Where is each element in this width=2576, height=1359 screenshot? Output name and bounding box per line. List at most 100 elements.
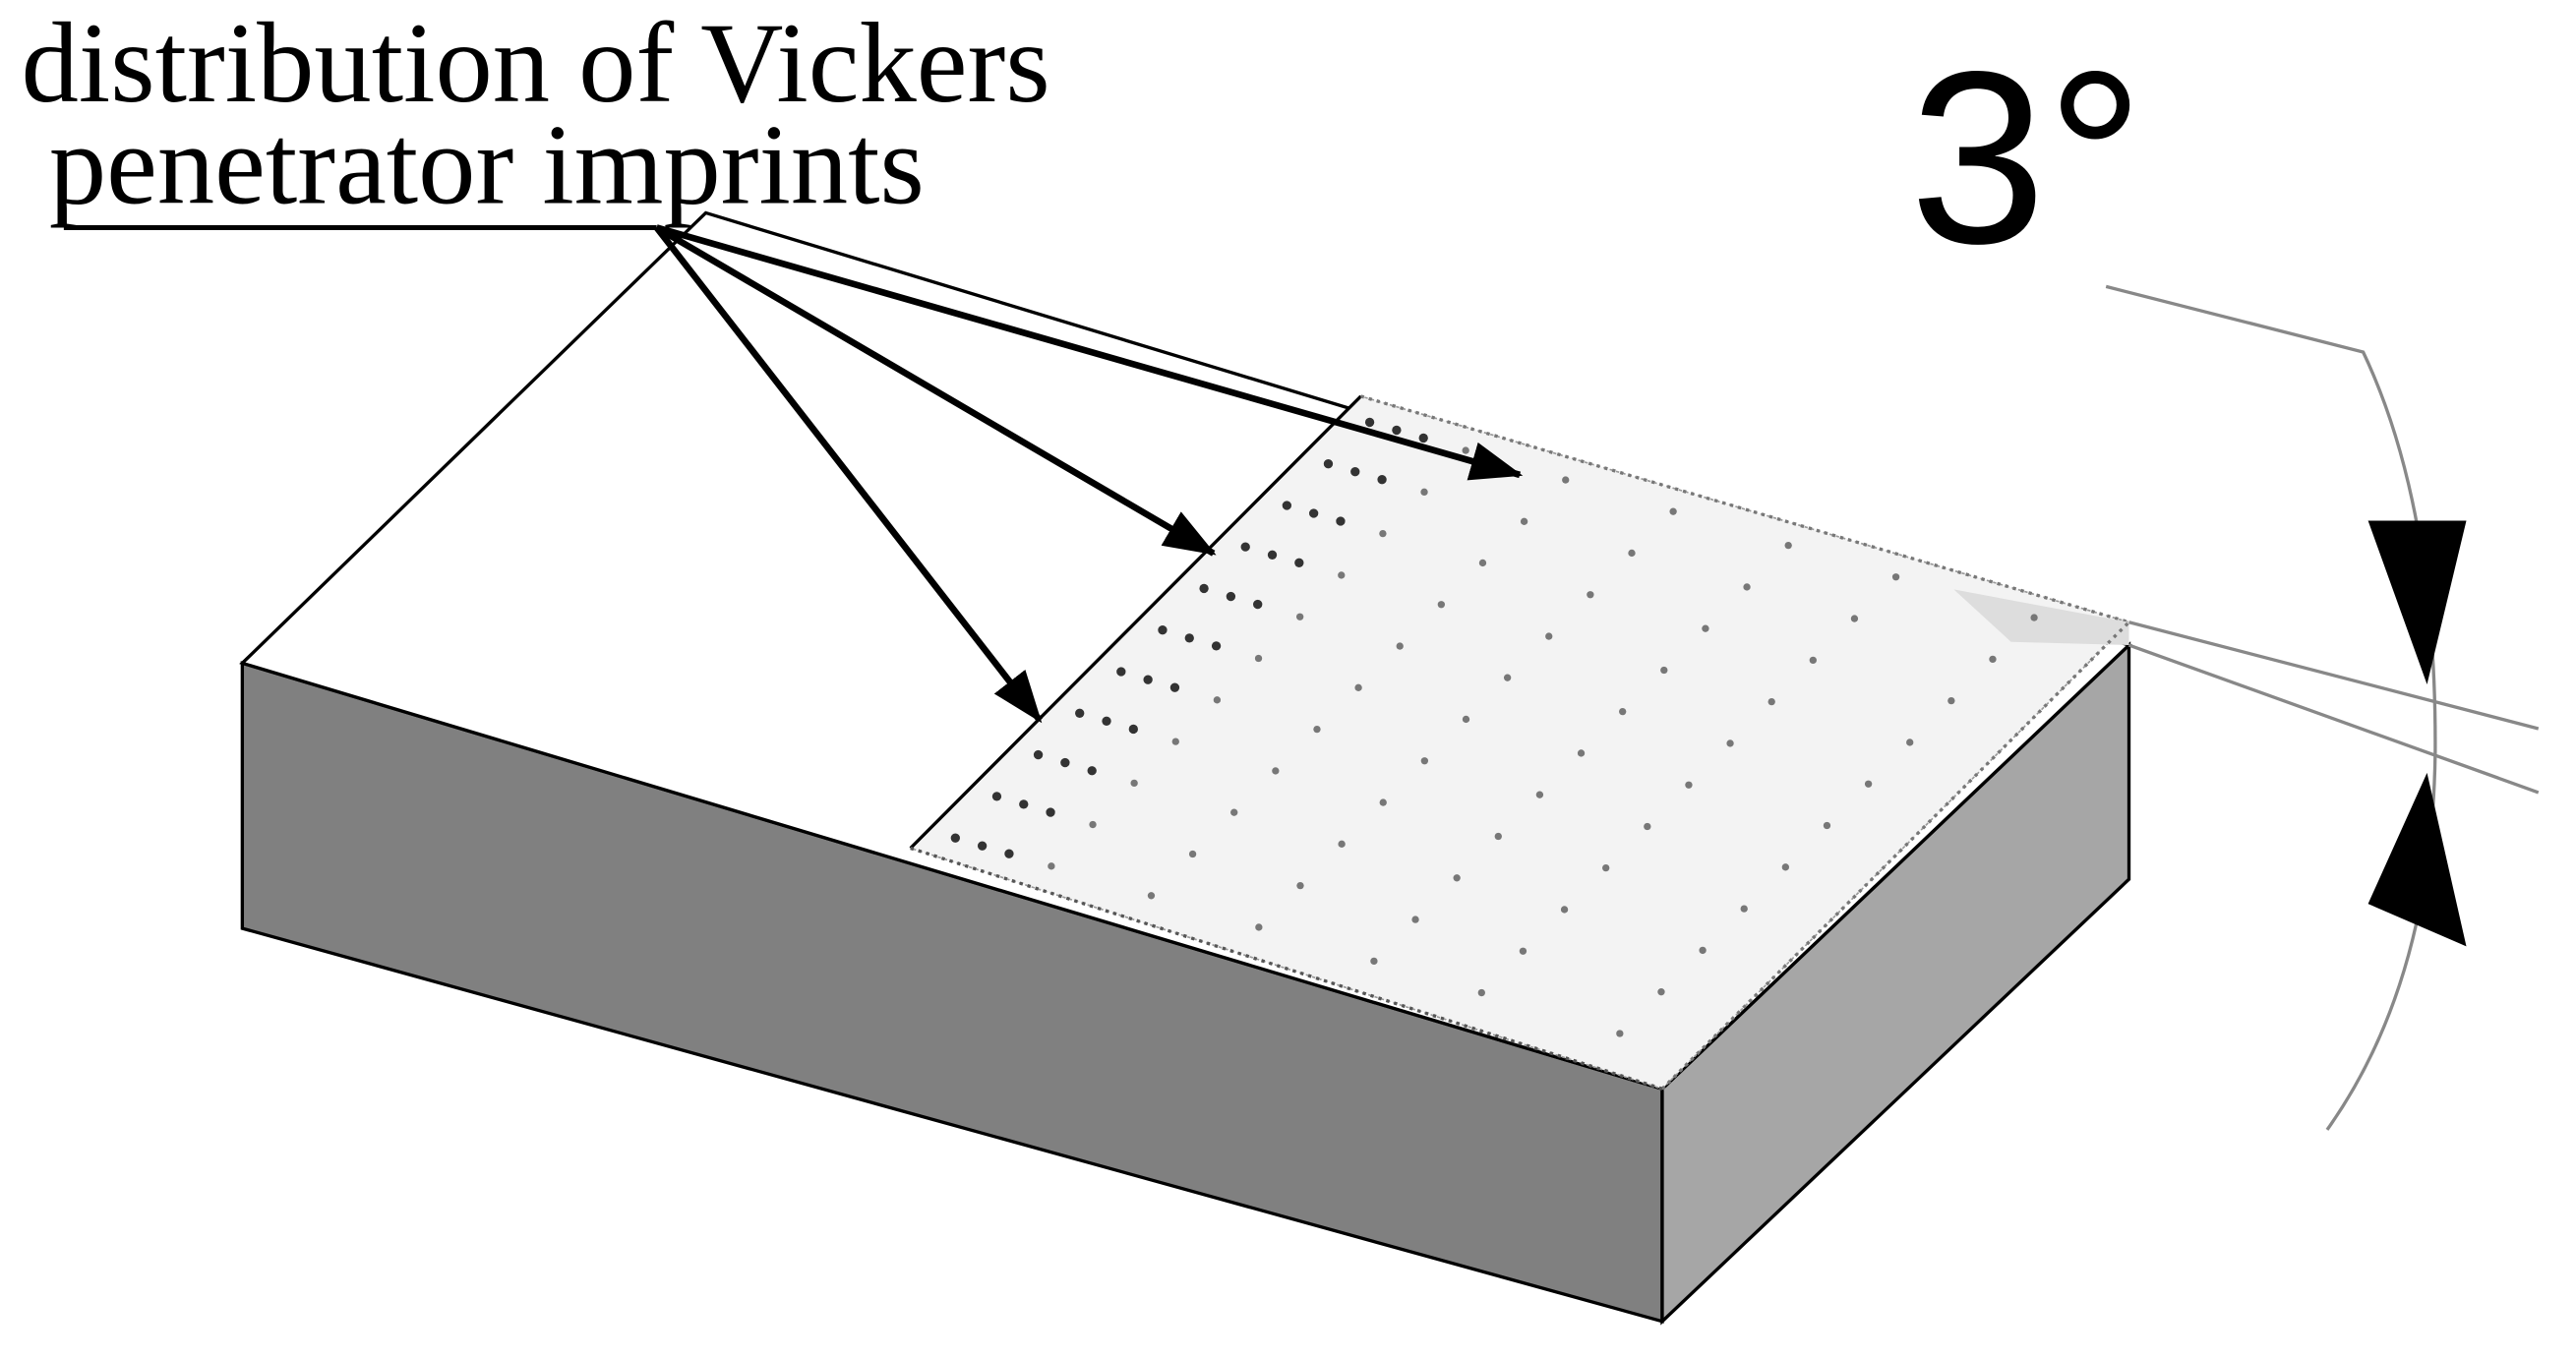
angle-dimension (2105, 284, 2540, 1131)
imprint-dot (1294, 558, 1304, 567)
imprint-dot (1272, 767, 1280, 775)
imprint-dot (1864, 780, 1873, 788)
imprint-dot (1184, 633, 1194, 643)
imprint-dot (1619, 707, 1627, 716)
imprint-dot (1019, 799, 1029, 809)
imprint-dot (1075, 708, 1085, 718)
imprint-dot (1308, 508, 1319, 518)
imprint-dot (1102, 716, 1111, 726)
imprint-dot (1046, 807, 1055, 817)
imprint-dot (1411, 916, 1419, 923)
dimension-arrow-upper (2367, 520, 2467, 684)
imprint-dot (1364, 417, 1375, 428)
imprint-dot (1726, 739, 1734, 747)
imprint-dot (1420, 488, 1428, 497)
imprint-dot (1669, 507, 1677, 515)
imprint-dot (1587, 591, 1594, 599)
imprint-dot (1743, 583, 1751, 591)
imprint-dot (1891, 573, 1900, 581)
imprint-dot (1392, 425, 1402, 436)
imprint-dot (1282, 501, 1291, 510)
imprint-dot (1169, 682, 1180, 692)
label-line-1: distribution of Vickers (22, 0, 1050, 127)
imprint-dot (1520, 517, 1528, 525)
imprint-dot (1171, 738, 1179, 745)
imprint-dot (1313, 725, 1321, 734)
imprint-dot (1685, 781, 1693, 789)
imprint-dot (1478, 559, 1487, 567)
arrow-to-front-zone (653, 225, 1043, 724)
imprint-dot (1147, 892, 1156, 900)
imprint-dot (1989, 655, 1997, 664)
imprint-dot (1781, 863, 1790, 871)
imprint-dot (1823, 821, 1831, 830)
imprint-dot (1396, 642, 1404, 650)
leader-arrows (653, 224, 1524, 724)
imprint-dot (1562, 476, 1570, 484)
imprint-dot (1128, 724, 1138, 735)
imprint-dot (1354, 683, 1362, 691)
imprint-dot (1947, 696, 1955, 705)
imprint-dot (2030, 614, 2038, 621)
imprint-dot (1213, 696, 1222, 704)
imprint-dot (1519, 947, 1528, 955)
imprint-dot (1494, 832, 1502, 841)
inclined-right-edge (1660, 620, 2130, 1091)
imprint-dot (1560, 906, 1569, 914)
imprint-dot (1577, 749, 1586, 757)
arrow-to-back-zone (655, 224, 1524, 481)
imprint-dot (1660, 666, 1668, 675)
imprint-dot (1130, 779, 1138, 788)
imprint-dot (1199, 583, 1209, 594)
imprint-dot (1784, 541, 1792, 550)
arrow-to-middle-zone (654, 224, 1217, 557)
imprint-dot (1418, 433, 1428, 443)
dimension-arrow-lower (2367, 772, 2467, 947)
imprint-dot (1255, 923, 1263, 931)
imprint-dot (1087, 766, 1097, 776)
imprint-dot (1602, 863, 1610, 872)
imprint-dot (991, 792, 1002, 801)
inclined-front-edge (910, 846, 1663, 1091)
imprint-dot (1702, 624, 1709, 632)
imprint-dot (1048, 862, 1055, 870)
imprint-dot (1850, 615, 1859, 622)
imprint-dot (1462, 446, 1469, 454)
imprint-dot (1323, 459, 1334, 469)
imprint-dot (1379, 529, 1387, 538)
imprint-dot (1158, 625, 1168, 635)
imprint-dot (1370, 957, 1378, 966)
inclined-region (909, 395, 2131, 1091)
imprint-dot (1033, 749, 1044, 760)
imprint-dot (1350, 467, 1360, 477)
imprint-dot (1462, 715, 1470, 724)
imprint-dot (1116, 667, 1126, 677)
imprint-dot (1503, 674, 1512, 681)
extension-line-upper (2128, 620, 2540, 731)
imprint-dot (1089, 820, 1097, 829)
imprint-dot (1420, 757, 1429, 765)
imprint-dot (1060, 757, 1070, 768)
vickers-imprint-grid (950, 417, 2038, 1037)
imprint-dot (1230, 808, 1238, 816)
imprint-dot (1699, 946, 1707, 955)
imprint-dot (1267, 550, 1278, 560)
imprint-dot (977, 841, 988, 851)
imprint-dot (1338, 571, 1346, 579)
imprint-dot (1211, 641, 1222, 651)
imprint-dot (950, 833, 960, 843)
imprint-dot (1296, 881, 1304, 890)
imprint-dot (1437, 601, 1446, 609)
imprint-dot (1628, 549, 1636, 558)
angle-label: 3° (1909, 20, 2144, 294)
inclined-top-edge (1360, 394, 2129, 624)
extension-line-lower (2127, 643, 2540, 795)
imprint-dot (1338, 840, 1346, 849)
imprint-dot (1188, 850, 1197, 858)
imprint-dot (1644, 822, 1651, 831)
imprint-dot (1477, 988, 1485, 997)
imprint-dot (1379, 798, 1387, 806)
imprint-dot (1657, 988, 1665, 996)
imprint-dot (1535, 791, 1544, 798)
